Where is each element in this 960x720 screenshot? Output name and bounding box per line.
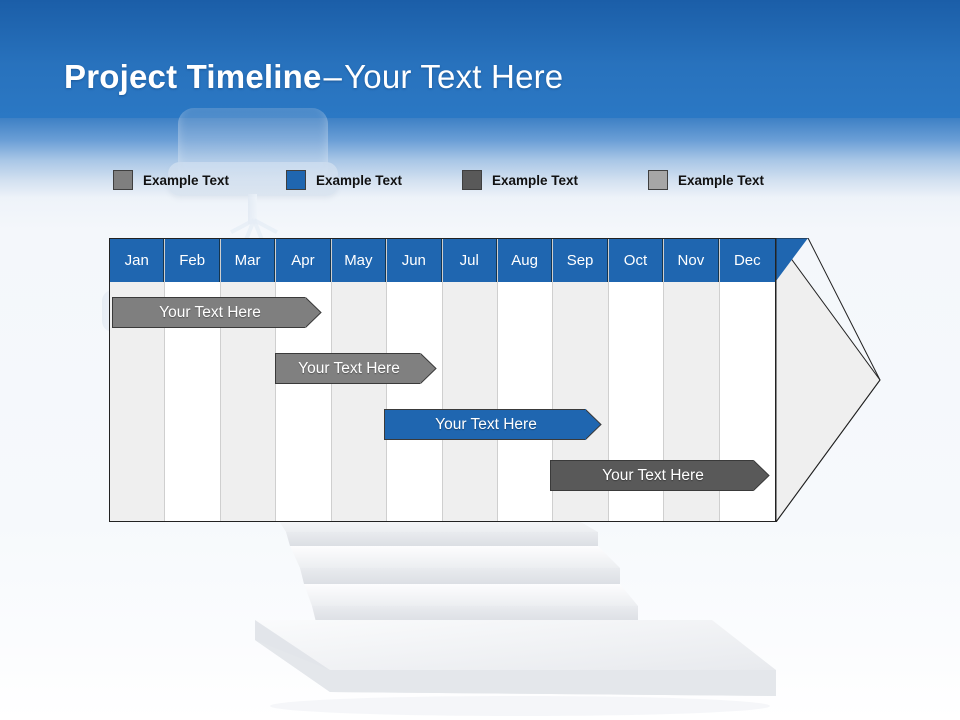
task-bar-2-label: Your Text Here — [298, 359, 400, 377]
title-strong: Project Timeline — [64, 58, 322, 95]
month-header-feb[interactable]: Feb — [165, 239, 220, 282]
month-header-aug[interactable]: Aug — [497, 239, 553, 282]
task-bar-1-tip — [305, 297, 322, 328]
month-header-oct[interactable]: Oct — [608, 239, 664, 282]
task-bar-1-label: Your Text Here — [159, 303, 261, 321]
legend-swatch-icon — [648, 170, 668, 190]
month-header-sep[interactable]: Sep — [553, 239, 608, 282]
legend-item-3[interactable]: Example Text — [462, 170, 578, 190]
title-light: Your Text Here — [344, 58, 564, 95]
legend-swatch-icon — [286, 170, 306, 190]
month-header-may[interactable]: May — [331, 239, 387, 282]
timeline-column-feb[interactable]: Feb — [165, 239, 221, 521]
legend-swatch-icon — [462, 170, 482, 190]
timeline-column-jul[interactable]: Jul — [442, 239, 498, 521]
legend-label: Example Text — [678, 172, 765, 188]
task-bar-3[interactable]: Your Text Here — [384, 409, 602, 440]
task-bar-3-label: Your Text Here — [435, 415, 537, 433]
month-header-apr[interactable]: Apr — [276, 239, 331, 282]
month-header-nov[interactable]: Nov — [664, 239, 719, 282]
legend-label: Example Text — [492, 172, 579, 188]
task-bar-2-body — [275, 353, 421, 384]
month-header-dec[interactable]: Dec — [719, 239, 775, 282]
task-bar-4-tip — [753, 460, 770, 491]
timeline-columns: Jan Feb Mar Apr May Jun Jul Aug — [109, 238, 776, 522]
timeline-column-jan[interactable]: Jan — [110, 239, 166, 521]
timeline-column-mar[interactable]: Mar — [220, 239, 277, 521]
timeline-grid: Jan Feb Mar Apr May Jun Jul Aug — [109, 238, 776, 522]
task-bar-1-body — [112, 297, 306, 328]
legend-item-4[interactable]: Example Text — [648, 170, 764, 190]
timeline-column-oct[interactable]: Oct — [608, 239, 665, 521]
legend-swatch-icon — [113, 170, 133, 190]
title-band — [0, 0, 960, 118]
task-bar-2[interactable]: Your Text Here — [275, 353, 437, 384]
task-bar-1[interactable]: Your Text Here — [112, 297, 322, 328]
page-title: Project Timeline–Your Text Here — [64, 58, 563, 96]
timeline-column-jun[interactable]: Jun — [387, 239, 443, 521]
timeline-arrow-head — [776, 238, 881, 522]
timeline-column-aug[interactable]: Aug — [497, 239, 554, 521]
task-bar-3-body — [384, 409, 586, 440]
task-bar-2-tip — [420, 353, 437, 384]
legend-item-1[interactable]: Example Text — [113, 170, 229, 190]
month-header-mar[interactable]: Mar — [220, 239, 276, 282]
task-bar-4-body — [550, 460, 754, 491]
legend-label: Example Text — [316, 172, 403, 188]
timeline-column-dec[interactable]: Dec — [719, 239, 775, 521]
month-header-jul[interactable]: Jul — [442, 239, 497, 282]
month-header-jun[interactable]: Jun — [387, 239, 442, 282]
task-bar-3-tip — [585, 409, 602, 440]
month-header-jan[interactable]: Jan — [110, 239, 165, 282]
task-bar-4[interactable]: Your Text Here — [550, 460, 770, 491]
task-bar-4-label: Your Text Here — [602, 466, 704, 484]
title-dash: – — [323, 58, 343, 95]
legend-label: Example Text — [143, 172, 230, 188]
legend-item-2[interactable]: Example Text — [286, 170, 402, 190]
